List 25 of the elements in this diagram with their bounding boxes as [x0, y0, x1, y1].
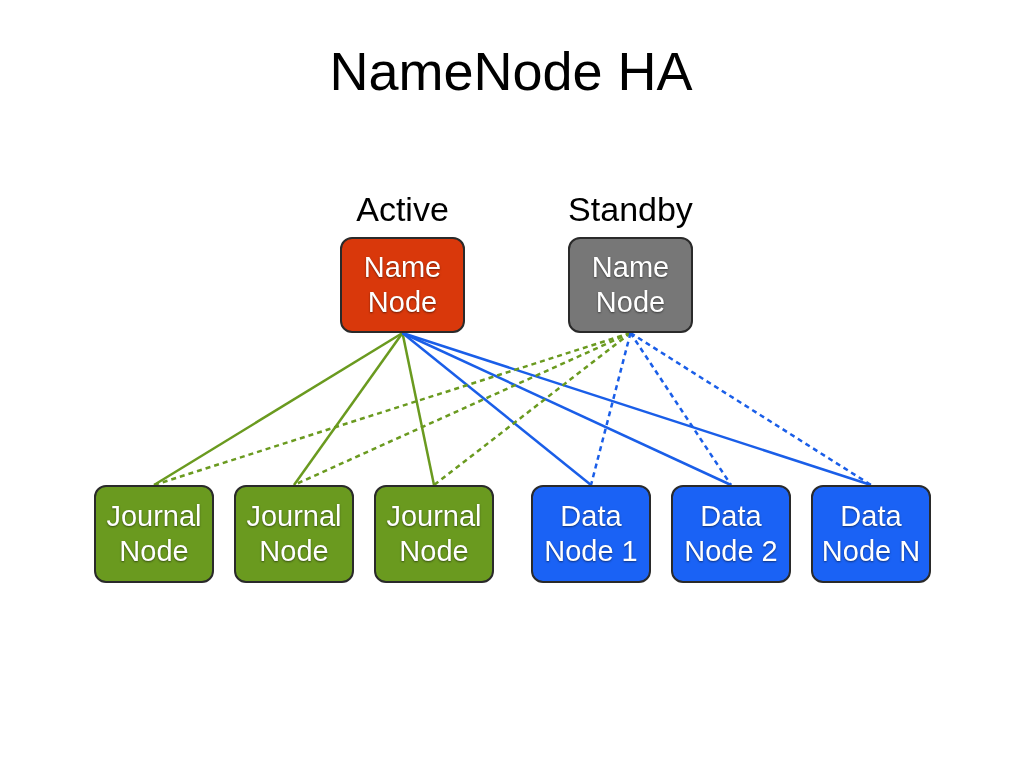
- node-label: Journal Node: [245, 499, 343, 569]
- journal-node-box: [94, 485, 214, 583]
- node-heading: Standby: [567, 189, 694, 230]
- node-label: Journal Node: [385, 499, 483, 569]
- node-label: Data Node N: [821, 499, 921, 569]
- dashed-connector: [629, 332, 733, 486]
- node-label: Name Node: [362, 250, 443, 320]
- node-label: Data Node 2: [683, 499, 779, 569]
- node-label: Name Node: [590, 250, 671, 320]
- connector-line: [401, 332, 592, 486]
- title: NameNode HA: [328, 40, 694, 103]
- node-label: Data Node 1: [543, 499, 639, 569]
- dashed-connector: [629, 331, 872, 487]
- dashed-connector: [589, 332, 632, 486]
- connector-line: [153, 331, 404, 487]
- connector-line: [293, 332, 404, 486]
- journal-node-box: [374, 485, 494, 583]
- data-node-box: [531, 485, 651, 583]
- journal-node-box: [234, 485, 354, 583]
- connector-line: [401, 332, 436, 486]
- dashed-connector: [433, 332, 632, 486]
- data-node-box: [671, 485, 791, 583]
- node-heading: Active: [355, 189, 450, 230]
- data-node-box: [811, 485, 931, 583]
- node-label: Journal Node: [105, 499, 203, 569]
